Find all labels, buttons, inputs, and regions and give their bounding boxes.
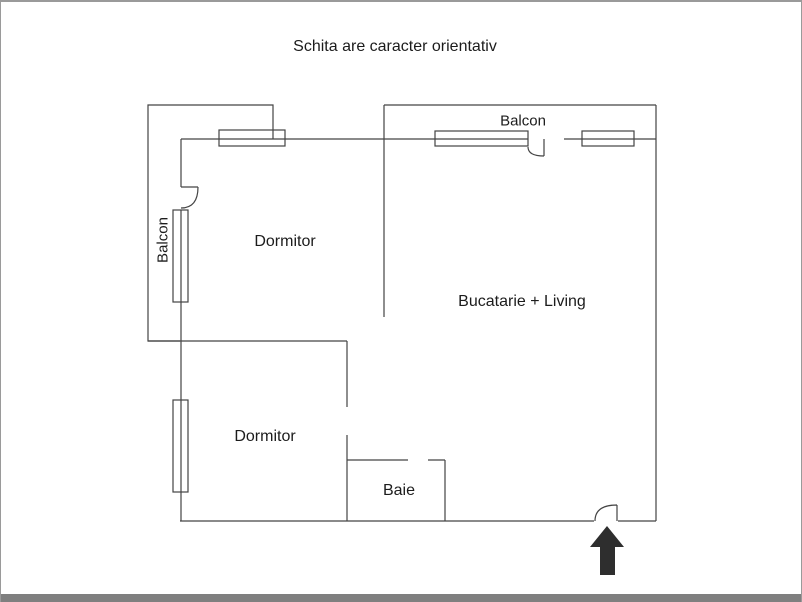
window-dormitor-top [218, 129, 286, 147]
window-balcon-left-upper [172, 209, 189, 303]
bathroom-walls [347, 459, 446, 521]
window-living-large [434, 130, 529, 147]
room-label-balcon-left: Balcon [154, 217, 172, 263]
room-label-balcon-top: Balcon [500, 112, 546, 130]
room-label-baie: Baie [382, 482, 416, 499]
room-label-bucatarie-living: Bucatarie + Living [458, 293, 586, 310]
apartment-walls [180, 105, 657, 522]
bottom-bar [1, 594, 801, 602]
door-left-balcony [180, 186, 199, 209]
page-title: Schita are caracter orientativ [293, 38, 497, 55]
door-top-balcony [527, 139, 545, 157]
room-label-dormitor-top: Dormitor [254, 233, 316, 250]
room-label-dormitor-bottom: Dormitor [234, 428, 296, 445]
window-dormitor-bottom [172, 399, 189, 493]
door-entrance [594, 504, 618, 522]
entrance-arrow-icon [590, 526, 624, 575]
window-living-small [581, 130, 635, 147]
